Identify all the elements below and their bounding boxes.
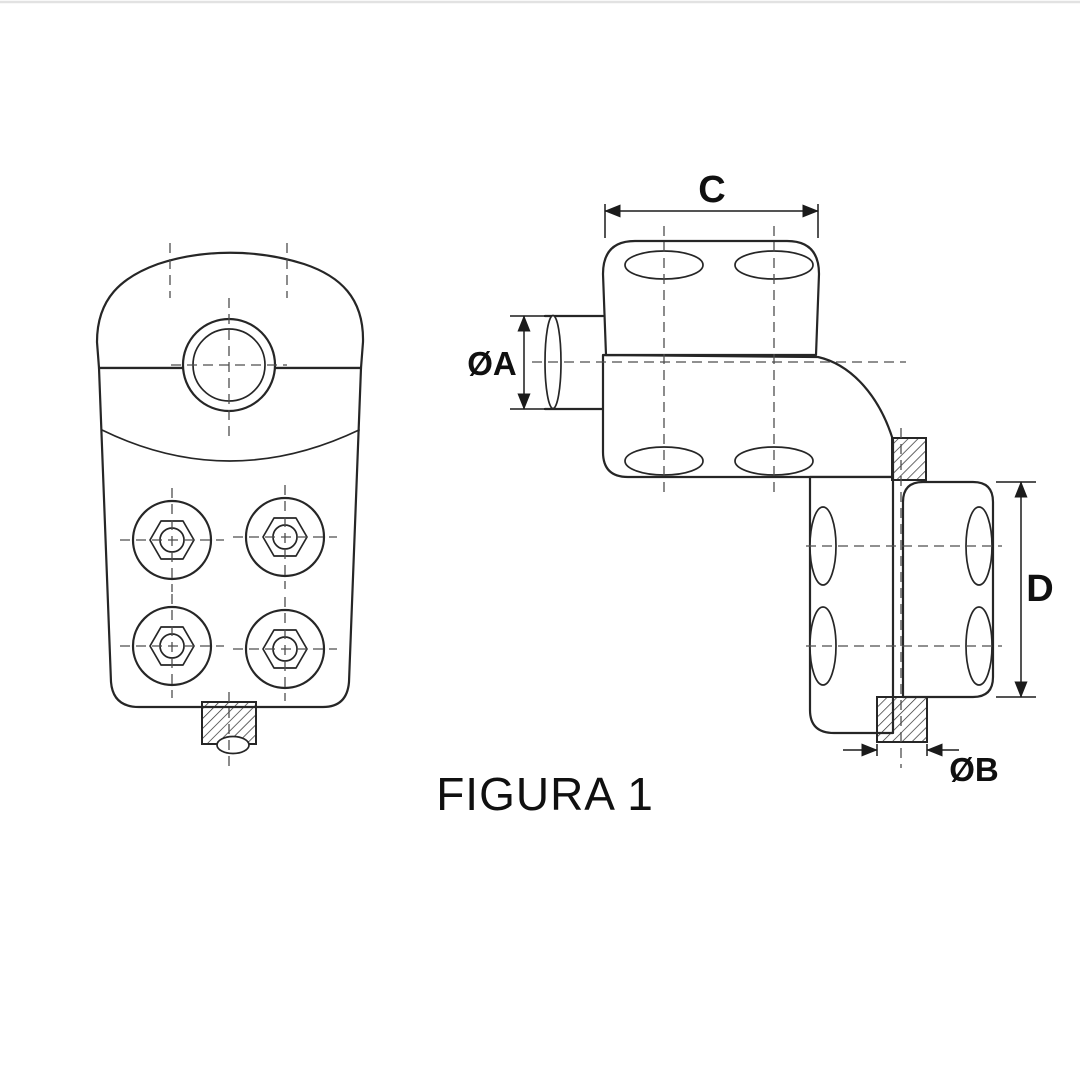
dim-label-d: D: [1026, 568, 1053, 610]
dimension-c: C: [604, 169, 819, 238]
dim-label-diameter-a: ØA: [467, 345, 517, 382]
front-view: [95, 243, 365, 766]
front-body-arc: [101, 429, 360, 462]
side-bottom-face-holes: [624, 446, 814, 476]
front-centerlines: [169, 243, 288, 766]
bolt-bottom-left: [120, 594, 224, 698]
side-top-bolt-section: [891, 437, 927, 481]
dim-label-diameter-b: ØB: [949, 751, 999, 788]
dimension-diameter-b: ØB: [843, 743, 999, 788]
dimension-diameter-a: ØA: [467, 315, 545, 410]
side-view: [532, 226, 1002, 768]
front-clamp-cap: [95, 251, 365, 370]
side-centerlines: [532, 226, 1002, 768]
bolt-top-right: [233, 485, 337, 589]
bolt-top-left: [120, 488, 224, 592]
figure-caption: FIGURA 1: [436, 768, 654, 820]
bolt-bottom-right: [233, 597, 337, 701]
side-bottom-stud-section: [876, 696, 928, 743]
dim-label-c: C: [698, 169, 725, 211]
dimension-d: D: [996, 481, 1054, 698]
